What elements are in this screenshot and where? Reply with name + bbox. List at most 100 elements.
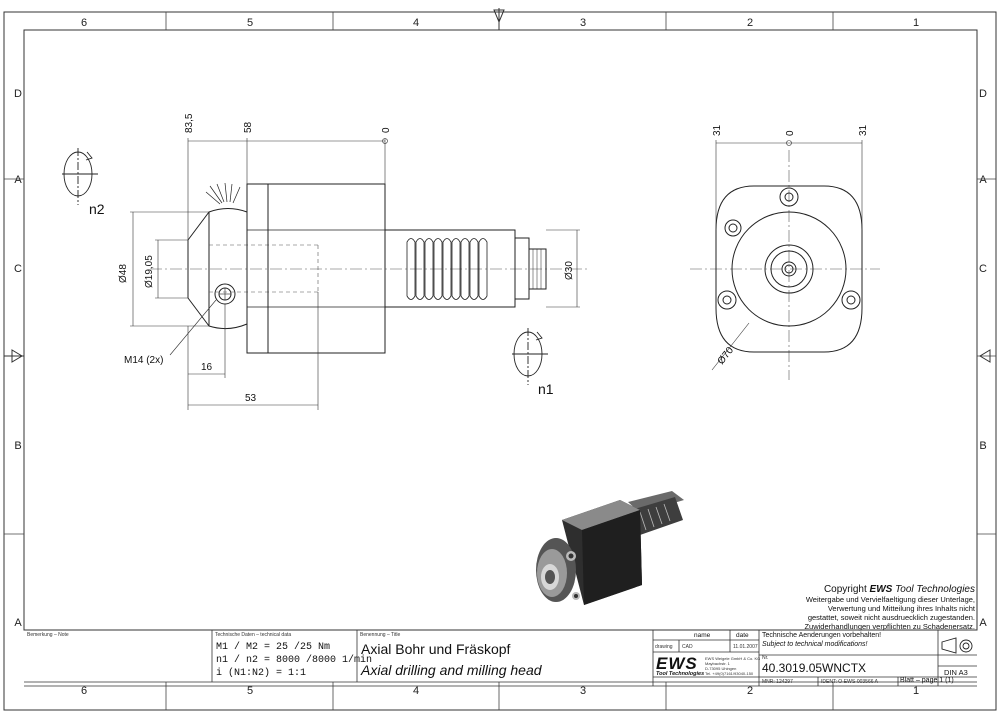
- nr-label: Nr.: [762, 655, 769, 661]
- company-line: Tel. +49(0)7161/93040-150: [705, 671, 754, 676]
- front-dim-0: 0: [785, 130, 796, 136]
- zone-col-label: 1: [913, 685, 919, 697]
- zone-col-label: 3: [580, 17, 586, 29]
- front-dimension-lines: [711, 140, 863, 371]
- copyright-brand: EWS: [869, 584, 893, 595]
- zone-row-label: D: [14, 88, 22, 100]
- zone-row-label: A: [979, 174, 987, 186]
- title-en: Axial drilling and milling head: [361, 662, 542, 678]
- dim-d30: Ø30: [564, 261, 575, 280]
- zone-col-label: 1: [913, 17, 919, 29]
- dim-0: 0: [381, 127, 392, 133]
- bolt-hole-top: [779, 187, 799, 207]
- front-dim-31-left: 31: [712, 124, 723, 136]
- bolt-hole-left: [717, 290, 737, 310]
- ews-logo: EWS: [656, 654, 698, 673]
- thread-label: M14 (2x): [124, 355, 163, 366]
- zone-row-label: C: [979, 263, 987, 275]
- dim-d19: Ø19,05: [144, 255, 155, 288]
- center-mark-right: [979, 349, 991, 363]
- copyright-suffix: Tool Technologies: [895, 584, 975, 595]
- part-number: 40.3019.05WNCTX: [762, 661, 867, 675]
- col-date: date: [736, 632, 749, 639]
- rotation-symbol-n1: [512, 328, 548, 385]
- zone-col-label: 5: [247, 685, 253, 697]
- company-line: Maybachstr. 1: [705, 661, 730, 666]
- drive-stub: [514, 237, 530, 300]
- title-block-grid: [24, 630, 977, 687]
- copyright-prefix: Copyright: [823, 584, 867, 595]
- tech-data-label: Technische Daten – technical data: [215, 632, 292, 638]
- mnr: MNR: 124297: [762, 679, 793, 685]
- copyright-line: gestattet, soweit nicht ausdruecklich zu…: [807, 613, 975, 622]
- zone-col-label: 4: [413, 17, 419, 29]
- outer-border: [3, 11, 997, 711]
- drawing-date: 11.01.2007: [733, 644, 758, 650]
- zone-row-label: A: [14, 617, 22, 629]
- col-name: name: [694, 632, 711, 639]
- rotation-symbol-n2: [62, 148, 98, 205]
- company-line: EWS Weigele GmbH & Co. KG: [705, 656, 761, 661]
- zone-col-label: 6: [81, 17, 87, 29]
- dim-16: 16: [201, 362, 213, 373]
- shank-serrations: [406, 238, 488, 300]
- drawing-name: CAD: [682, 644, 693, 650]
- shank: [384, 229, 516, 308]
- changes-en: Subject to technical modifications!: [762, 641, 868, 648]
- inner-frame: [23, 29, 978, 631]
- company-address: EWS Weigele GmbH & Co. KG Maybachstr. 1 …: [705, 656, 760, 676]
- projection-symbol: [941, 637, 973, 654]
- title-de: Axial Bohr und Fräskopf: [361, 641, 511, 657]
- drive-gear: [528, 248, 547, 290]
- sheet: Blatt – page 1 (1): [900, 677, 954, 684]
- front-dim-31-right: 31: [858, 124, 869, 136]
- hub: [764, 244, 814, 294]
- row-drawing: drawing: [655, 644, 673, 650]
- side-view: [62, 138, 590, 410]
- zone-col-label: 3: [580, 685, 586, 697]
- rotation-label-n1: n1: [538, 381, 554, 397]
- changes-de: Technische Aenderungen vorbehalten!: [762, 632, 882, 639]
- rotation-label-n2: n2: [89, 201, 105, 217]
- ident: IDENT: O-EWS-003566 A: [821, 679, 878, 685]
- dim-58: 58: [243, 121, 254, 133]
- front-view: [690, 140, 880, 380]
- copyright-line: Verwertung und Mitteilung ihres Inhalts …: [827, 604, 975, 613]
- zone-row-label: B: [979, 440, 986, 452]
- front-dim-d70: Ø70: [716, 345, 737, 367]
- tech-row-ratio: i (N1:N2) = 1:1: [216, 668, 307, 679]
- zone-row-label: A: [14, 174, 22, 186]
- housing-outline: [715, 185, 863, 353]
- dimension-lines: [130, 138, 580, 410]
- zone-col-label: 2: [747, 17, 753, 29]
- zone-col-label: 2: [747, 685, 753, 697]
- dim-d48: Ø48: [118, 264, 129, 283]
- zone-col-label: 6: [81, 685, 87, 697]
- copyright-line: Zuwiderhandlungen verpflichten zu Schade…: [804, 622, 975, 631]
- tech-row-torque: M1 / M2 = 25 /25 Nm: [216, 642, 331, 653]
- format: DIN A3: [944, 668, 968, 677]
- remark-label: Bemerkung – Note: [27, 632, 69, 638]
- zone-row-label: D: [979, 88, 987, 100]
- dim-83-5: 83,5: [184, 113, 195, 133]
- coolant-spray: [205, 182, 241, 205]
- zone-col-label: 4: [413, 685, 419, 697]
- isometric-render: [536, 491, 684, 605]
- company-line: D-73095 Uhingen: [705, 666, 737, 671]
- dim-53: 53: [245, 393, 257, 404]
- zone-row-label: C: [14, 263, 22, 275]
- zone-row-label: A: [979, 617, 987, 629]
- side-screw: [724, 219, 742, 237]
- zone-row-label: B: [14, 440, 21, 452]
- zone-col-label: 5: [247, 17, 253, 29]
- copyright-notice: Copyright EWS Tool Technologies Weiterga…: [795, 584, 975, 631]
- bolt-hole-right: [841, 290, 861, 310]
- cutter-head: [187, 208, 248, 330]
- front-flange: [731, 211, 847, 327]
- tech-row-speed: n1 / n2 = 8000 /8000 1/min: [216, 655, 373, 666]
- ews-logo-sub: Tool Technologies: [656, 671, 705, 677]
- title-label: Benennung – Title: [360, 632, 401, 638]
- copyright-line: Weitergabe und Vervielfaeltigung dieser …: [805, 595, 975, 604]
- tech-data: M1 / M2 = 25 /25 Nm n1 / n2 = 8000 /8000…: [216, 641, 372, 680]
